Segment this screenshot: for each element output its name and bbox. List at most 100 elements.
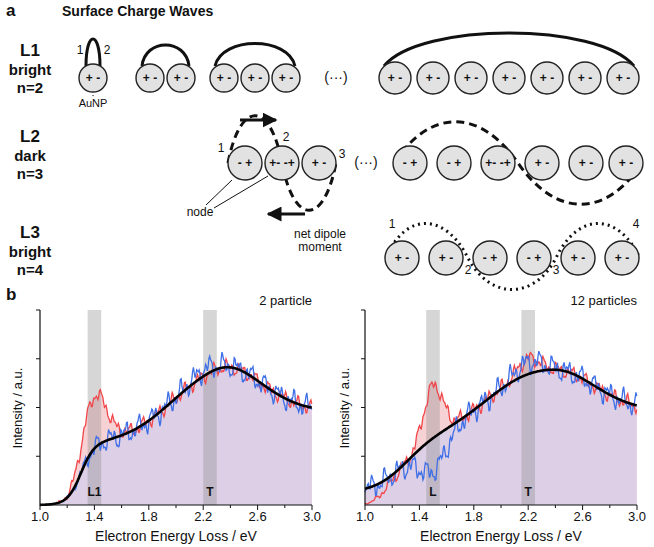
figure-label: 3 — [339, 148, 346, 161]
gold-nanoparticle: +- -+ — [480, 145, 516, 181]
mode-band — [521, 310, 535, 505]
axis — [365, 310, 637, 505]
gold-nanoparticle: + - — [454, 61, 488, 95]
figure-label: a — [6, 2, 15, 21]
spectrum-chart — [36, 310, 312, 510]
leader-line — [206, 180, 232, 205]
tick — [446, 505, 447, 508]
particle-circle — [561, 241, 595, 275]
figure-label: T — [206, 486, 213, 499]
gold-nanoparticle: +- -+ — [264, 145, 300, 181]
figure-label: b — [6, 286, 16, 305]
figure-label: L2 — [20, 128, 40, 147]
tick — [176, 505, 177, 508]
charge-signs: + - — [248, 71, 262, 85]
particle-circle — [455, 62, 487, 94]
figure-label: 2 particle — [259, 294, 312, 308]
particle-circle — [393, 146, 427, 180]
black-spectrum — [40, 367, 312, 505]
blue-spectrum — [365, 351, 637, 495]
figure-label: L1 — [20, 42, 40, 61]
charge-signs: + - — [615, 251, 629, 265]
gold-nanoparticle: + - — [524, 145, 560, 181]
tick-label: 2.2 — [194, 510, 212, 524]
charge-signs: + - — [619, 156, 633, 170]
gold-nanoparticle: + - — [166, 63, 196, 93]
particle-circle — [272, 64, 300, 92]
red-fill — [40, 359, 312, 505]
charge-signs: - + — [447, 156, 461, 170]
tick — [284, 505, 285, 508]
particle-circle — [605, 241, 639, 275]
tick-label: 1.4 — [410, 510, 428, 524]
figure-label: bright — [9, 244, 52, 261]
particle-circle — [437, 146, 471, 180]
gold-nanoparticle: + - — [271, 63, 301, 93]
particle-circle — [228, 146, 262, 180]
gold-nanoparticle: + - — [428, 240, 464, 276]
particle-circle — [241, 64, 269, 92]
mode-band — [88, 310, 102, 505]
spectrum-chart — [361, 310, 637, 510]
tick-label: 1.0 — [356, 510, 374, 524]
particle-circle — [417, 62, 449, 94]
gold-nanoparticle: + - — [384, 240, 420, 276]
charge-signs: - + — [403, 156, 417, 170]
charge-wave — [142, 45, 189, 66]
gold-nanoparticle: + - — [530, 61, 564, 95]
dipole-arrow — [268, 213, 305, 216]
charge-signs: + - — [279, 71, 293, 85]
tick — [609, 505, 610, 508]
charge-signs: + - — [579, 156, 593, 170]
charge-signs: + - — [426, 71, 440, 85]
gold-nanoparticle: + - — [78, 63, 108, 93]
tick — [392, 505, 393, 508]
charge-signs: - + — [483, 251, 497, 265]
charge-signs: +- -+ — [485, 156, 510, 170]
charge-wave — [386, 224, 640, 290]
tick-label: 1.0 — [31, 510, 49, 524]
tick — [36, 310, 40, 311]
figure-label: 12 particles — [571, 294, 637, 308]
tick-label: 2.6 — [249, 510, 267, 524]
particle-circle — [493, 62, 525, 94]
tick — [555, 505, 556, 508]
figure-label: Intensity / a.u. — [338, 368, 352, 449]
particle-circle — [569, 146, 603, 180]
figure-label: 1 — [218, 142, 225, 155]
figure-label: n=2 — [17, 80, 43, 97]
annotation: AuNP — [79, 97, 108, 109]
blue-spectrum — [40, 352, 312, 505]
figure-label: T — [525, 486, 532, 499]
tick — [121, 505, 122, 508]
leader-line — [214, 176, 268, 208]
tick-label: 3.0 — [628, 510, 646, 524]
red-fill — [365, 352, 637, 505]
particle-circle — [265, 146, 299, 180]
figure-label: Electron Energy Loss / eV — [95, 529, 257, 544]
charge-wave — [228, 116, 336, 211]
charge-signs: + - — [571, 251, 585, 265]
figure-label: 2 — [283, 131, 290, 144]
gold-nanoparticle: - + — [472, 240, 508, 276]
gold-nanoparticle: + - — [604, 240, 640, 276]
tick-label: 1.8 — [140, 510, 158, 524]
figure-label: 2 — [465, 264, 472, 277]
figure-label: (···) — [324, 70, 347, 85]
gold-nanoparticle: + - — [606, 61, 640, 95]
gold-nanoparticle: + - — [135, 63, 165, 93]
charge-signs: + - — [502, 71, 516, 85]
dipole-arrow — [240, 119, 276, 122]
figure-label: Surface Charge Waves — [62, 4, 213, 19]
particle-circle — [569, 62, 601, 94]
gold-nanoparticle: - + — [516, 240, 552, 276]
charge-signs: + - — [395, 251, 409, 265]
charge-signs: - + — [527, 251, 541, 265]
charge-wave — [86, 39, 100, 66]
gold-nanoparticle: + - — [378, 61, 412, 95]
tick-label: 3.0 — [303, 510, 321, 524]
red-spectrum — [40, 359, 312, 505]
tick — [361, 456, 365, 457]
particle-circle — [609, 146, 643, 180]
figure-label: 4 — [633, 218, 640, 231]
